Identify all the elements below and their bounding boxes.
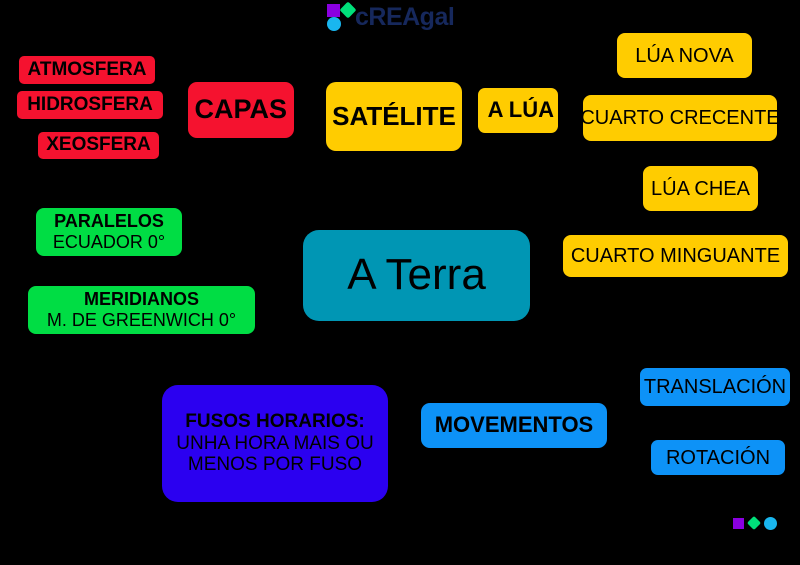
node-translacion[interactable]: TRANSLACIÓN [640,368,790,406]
node-detail-line-2: MENOS POR FUSO [187,453,363,475]
node-label: XEOSFERA [46,134,151,156]
node-title: MERIDIANOS [83,289,199,310]
node-label: HIDROSFERA [27,93,153,115]
node-cuarto-crecente[interactable]: CUARTO CRECENTE [583,95,777,141]
node-xeosfera[interactable]: XEOSFERA [38,132,159,159]
node-a-terra-center[interactable]: A Terra [303,230,530,321]
node-label: A Terra [347,250,486,300]
node-label: LÚA NOVA [635,44,734,67]
logo-text: cREAgal [355,2,455,31]
footer-brand-marks [733,515,793,533]
node-satelite[interactable]: SATÉLITE [326,82,462,151]
node-lua-chea[interactable]: LÚA CHEA [643,166,758,211]
node-title: FUSOS HORARIOS: [185,410,365,432]
node-a-lua[interactable]: A LÚA [478,88,558,133]
cyan-circle-icon [327,17,341,31]
cyan-circle-icon [764,517,777,530]
green-diamond-icon [746,515,762,531]
node-atmosfera[interactable]: ATMOSFERA [19,56,155,84]
creagal-logo: cREAgal [327,1,455,32]
logo-marks [327,1,361,31]
node-label: SATÉLITE [332,101,456,132]
node-meridianos[interactable]: MERIDIANOS M. DE GREENWICH 0° [28,286,255,334]
node-movementos[interactable]: MOVEMENTOS [421,403,607,448]
node-title: PARALELOS [54,211,164,232]
node-label: CUARTO MINGUANTE [570,245,781,267]
node-paralelos[interactable]: PARALELOS ECUADOR 0° [36,208,182,256]
green-diamond-icon [339,1,357,19]
node-label: ATMOSFERA [27,58,147,80]
node-label: ROTACIÓN [665,446,771,469]
node-lua-nova[interactable]: LÚA NOVA [617,33,752,78]
node-detail-line-1: UNHA HORA MAIS OU [176,432,374,454]
node-detail: M. DE GREENWICH 0° [46,309,237,330]
node-label: MOVEMENTOS [434,412,594,438]
node-capas[interactable]: CAPAS [188,82,294,138]
node-label: TRANSLACIÓN [643,376,787,398]
node-label: CUARTO CRECENTE [583,107,777,129]
node-hidrosfera[interactable]: HIDROSFERA [17,91,163,119]
node-detail: ECUADOR 0° [52,231,166,252]
purple-square-icon [733,518,744,529]
node-label: A LÚA [487,97,554,123]
node-cuarto-minguante[interactable]: CUARTO MINGUANTE [563,235,788,277]
node-rotacion[interactable]: ROTACIÓN [651,440,785,475]
node-fusos-horarios[interactable]: FUSOS HORARIOS: UNHA HORA MAIS OU MENOS … [162,385,388,502]
node-label: LÚA CHEA [651,177,750,200]
node-label: CAPAS [194,94,287,125]
purple-square-icon [327,4,340,17]
